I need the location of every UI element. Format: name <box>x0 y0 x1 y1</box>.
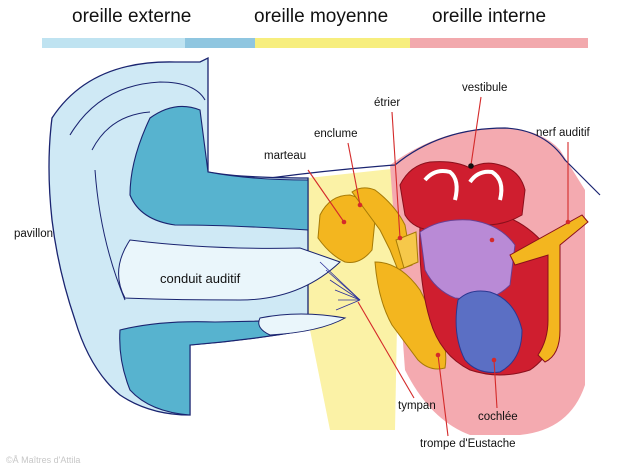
label-vestibule: vestibule <box>462 82 507 94</box>
label-cochlee: cochlée <box>478 411 518 423</box>
label-conduit: conduit auditif <box>160 271 240 286</box>
label-nerf: nerf auditif <box>536 127 590 139</box>
vestibule-dot <box>468 163 474 169</box>
label-marteau: marteau <box>264 150 306 162</box>
label-enclume: enclume <box>314 128 357 140</box>
pinna-concha <box>130 106 308 230</box>
label-tympan: tympan <box>398 400 436 412</box>
label-etrier: étrier <box>374 97 400 109</box>
label-pavillon: pavillon <box>14 228 53 240</box>
label-trompe: trompe d'Eustache <box>420 438 516 450</box>
credit: ©Å Maîtres d'Attila <box>6 455 80 465</box>
